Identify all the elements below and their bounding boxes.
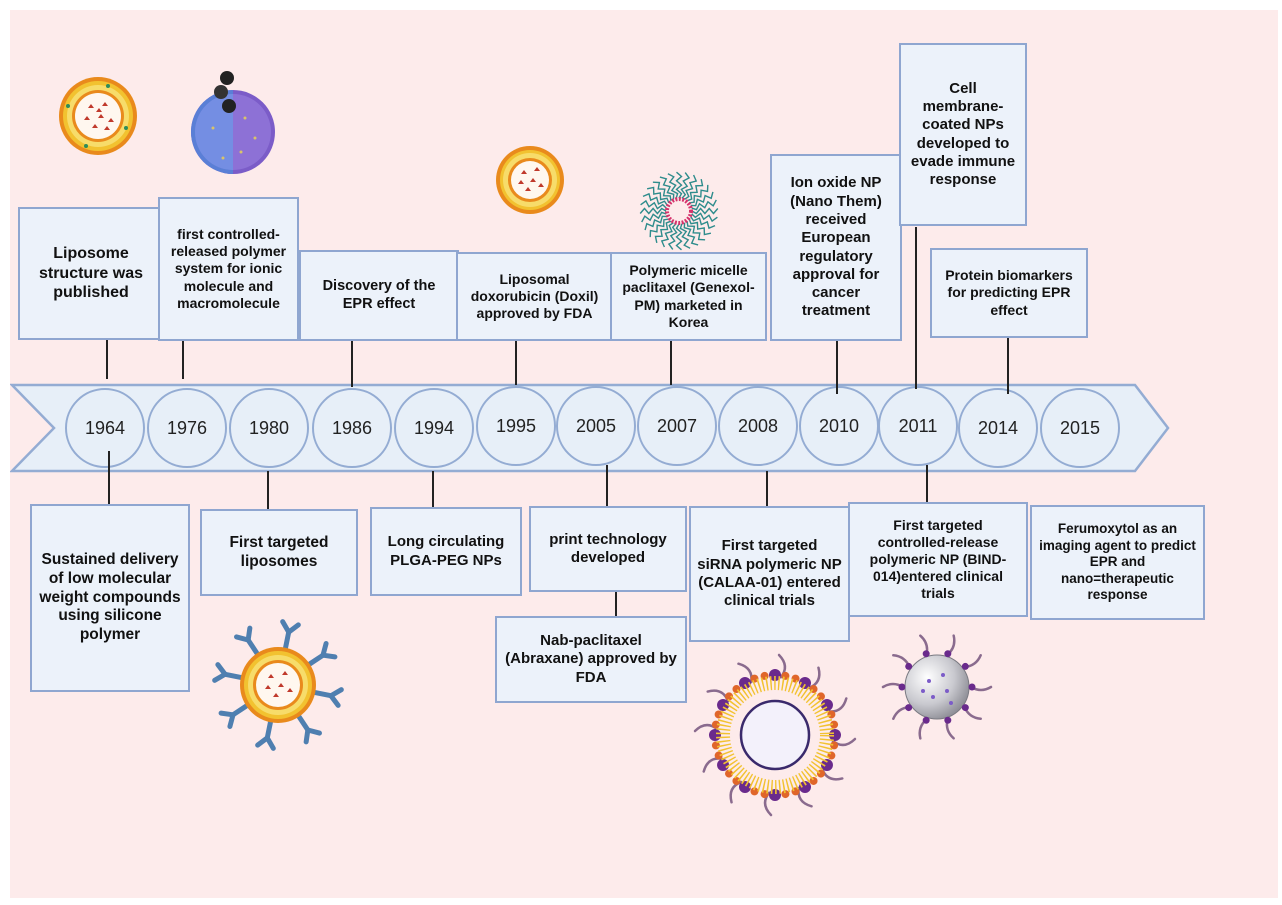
event-box-1964-above: Liposome structure was published [18,207,164,340]
polymeric-micelle-icon [639,171,719,251]
lipid-nanoparticle-icon [693,653,857,817]
timeline-diagram: 1964 1976 1980 1986 1994 1995 2005 2007 … [10,10,1278,898]
connector-2011-above [915,227,917,389]
year-1994: 1994 [394,388,474,468]
connector-2007-above [670,341,672,385]
connector-1980-below [267,471,269,511]
event-box-2011-below: First targeted controlled-release polyme… [848,502,1028,617]
event-box-1980-below: First targeted liposomes [200,509,358,596]
event-box-2014-above: Protein biomarkers for predicting EPR ef… [930,248,1088,338]
event-box-1976-above: first controlled-released polymer system… [158,197,299,341]
year-2011: 2011 [878,386,958,466]
iron-oxide-nanoparticle-icon [881,634,993,740]
connector-2005-abraxane [615,591,617,617]
connector-2010-above [836,341,838,394]
year-2007: 2007 [637,386,717,466]
event-box-2015-below: Ferumoxytol as an imaging agent to predi… [1030,505,1205,620]
targeted-liposome-icon [212,619,344,751]
year-2010: 2010 [799,386,879,466]
connector-2011-below [926,465,928,503]
year-2005: 2005 [556,386,636,466]
event-box-2011-above: Cell membrane-coated NPs developed to ev… [899,43,1027,226]
event-box-2005-below: print technology developed [529,506,687,592]
connector-1976-above [182,339,184,379]
event-box-1986-above: Discovery of the EPR effect [299,250,459,341]
connector-1964-below [108,451,110,506]
connector-2008-below [766,471,768,507]
year-1986: 1986 [312,388,392,468]
event-box-1964-below: Sustained delivery of low molecular weig… [30,504,190,692]
connector-2005-below [606,465,608,508]
event-box-1995-above: Liposomal doxorubicin (Doxil) approved b… [456,252,613,341]
membrane-coated-nanoparticle-icon [191,71,275,174]
year-1995: 1995 [476,386,556,466]
year-2015: 2015 [1040,388,1120,468]
year-2008: 2008 [718,386,798,466]
event-box-1994-below: Long circulating PLGA-PEG NPs [370,507,522,596]
event-box-2008-below: First targeted siRNA polymeric NP (CALAA… [689,506,850,642]
year-1964: 1964 [65,388,145,468]
event-box-2007-above: Polymeric micelle paclitaxel (Genexol-PM… [610,252,767,341]
connector-1986-above [351,341,353,387]
connector-1964-above [106,339,108,379]
year-1976: 1976 [147,388,227,468]
liposome-icon [59,77,137,155]
connector-1995-above [515,341,517,385]
year-2014: 2014 [958,388,1038,468]
year-1980: 1980 [229,388,309,468]
event-box-2010-above: Ion oxide NP (Nano Them) received Europe… [770,154,902,341]
liposome-icon [496,146,564,214]
connector-1994-below [432,471,434,509]
connector-2014-above [1007,337,1009,394]
event-box-2005-abraxane: Nab-paclitaxel (Abraxane) approved by FD… [495,616,687,703]
